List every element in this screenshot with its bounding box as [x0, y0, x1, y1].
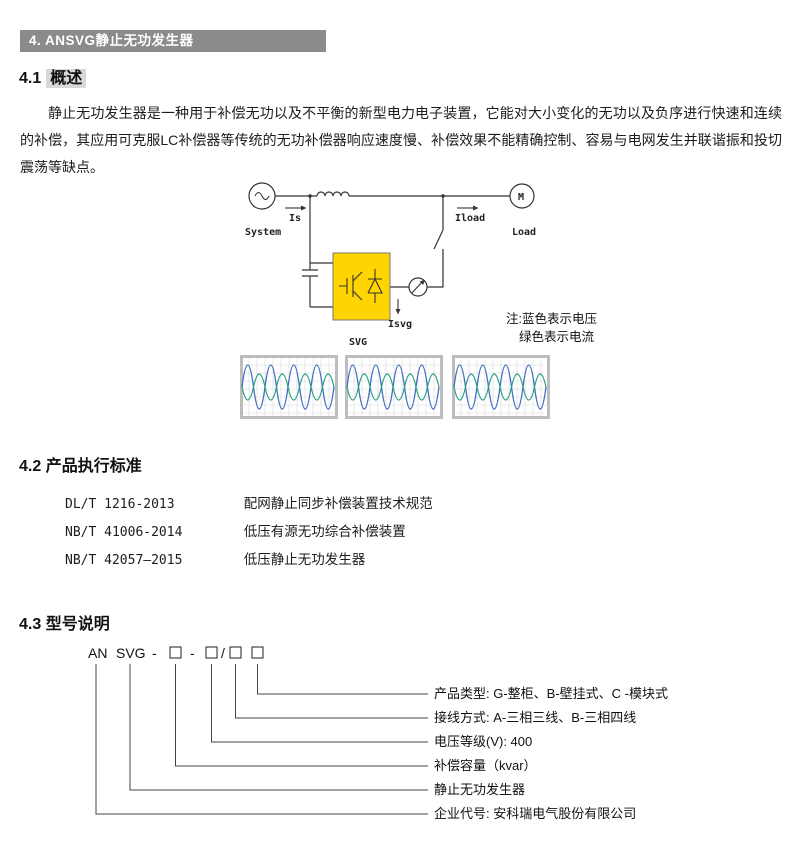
current-arrows [285, 205, 479, 315]
inductor-icon [316, 191, 350, 197]
igbt-icon [339, 271, 363, 301]
model-heading: 4.3 型号说明 [19, 610, 110, 634]
iload-label: Iload [455, 213, 485, 224]
model-box-type [251, 646, 264, 659]
model-dash-2: - [190, 645, 195, 661]
model-legend-product: 静止无功发生器 [434, 782, 525, 797]
standard-row: NB/T 42057—2015 低压静止无功发生器 [65, 548, 365, 568]
model-legend-wiring: 接线方式: A-三相三线、B-三相四线 [434, 710, 636, 725]
waveform-scope-1 [240, 355, 338, 419]
motor-label: M [518, 192, 524, 203]
standard-desc: 低压有源无功综合补偿装置 [243, 524, 406, 539]
source-icon [248, 182, 276, 210]
isvg-label: Isvg [388, 319, 412, 330]
standards-heading: 4.2 产品执行标准 [19, 452, 142, 476]
model-code: AN SVG - - / [88, 645, 264, 661]
standard-desc: 低压静止无功发生器 [243, 552, 366, 567]
overview-paragraph: 静止无功发生器是一种用于补偿无功以及不平衡的新型电力电子装置，它能对大小变化的无… [20, 105, 782, 175]
model-legend-voltage: 电压等级(V): 400 [434, 734, 532, 749]
overview-title: 概述 [46, 69, 87, 88]
section-header-bar: 4. ANSVG静止无功发生器 [20, 30, 326, 52]
model-dash-1: - [152, 645, 157, 661]
model-legend: 产品类型: G-整柜、B-壁挂式、C -模块式 接线方式: A-三相三线、B-三… [434, 686, 668, 821]
circuit-wires [248, 182, 535, 308]
diode-icon [367, 269, 383, 303]
standard-code: DL/T 1216-2013 [65, 497, 175, 512]
standard-code: NB/T 41006-2014 [65, 525, 183, 540]
standard-row: DL/T 1216-2013 配网静止同步补偿装置技术规范 [65, 492, 433, 512]
model-connector-lines [95, 664, 428, 815]
standard-row: NB/T 41006-2014 低压有源无功综合补偿装置 [65, 520, 406, 540]
model-number: 4.3 [19, 616, 42, 633]
standards-title: 产品执行标准 [45, 458, 142, 475]
waveform-scope-3 [452, 355, 550, 419]
color-note-line2: 绿色表示电流 [519, 329, 595, 344]
model-box-voltage [205, 646, 218, 659]
model-box-wiring [229, 646, 242, 659]
overview-number: 4.1 [19, 70, 42, 87]
model-legend-type: 产品类型: G-整柜、B-壁挂式、C -模块式 [434, 686, 668, 701]
svg-converter-box [332, 252, 391, 321]
model-slash: / [221, 645, 225, 661]
model-designation-diagram: AN SVG - - / 产品类型: G-整柜、B-壁挂式、C -模块式 接线方… [88, 645, 668, 821]
model-legend-capacity: 补偿容量（kvar） [434, 758, 537, 773]
model-prefix-svg: SVG [116, 645, 146, 661]
switch-icon [427, 196, 444, 288]
load-label: Load [512, 227, 536, 238]
model-legend-company: 企业代号: 安科瑞电气股份有限公司 [434, 806, 636, 821]
waveform-scope-2 [345, 355, 443, 419]
standards-number: 4.2 [19, 458, 42, 475]
system-label: System [245, 227, 281, 238]
standard-code: NB/T 42057—2015 [65, 553, 183, 568]
section-header-label: 4. ANSVG静止无功发生器 [29, 33, 194, 48]
motor-icon [509, 183, 535, 209]
model-box-capacity [169, 646, 182, 659]
model-title: 型号说明 [45, 616, 110, 633]
capacitor-icon [302, 196, 333, 308]
circuit-diagram: System Load M Is Iload Isvg SVG 注:蓝色表示电压… [240, 182, 597, 419]
standard-desc: 配网静止同步补偿装置技术规范 [243, 496, 433, 511]
color-note-line1: 注:蓝色表示电压 [506, 311, 597, 326]
svg-label: SVG [349, 337, 367, 348]
model-prefix-an: AN [88, 645, 107, 661]
is-label: Is [289, 213, 301, 224]
